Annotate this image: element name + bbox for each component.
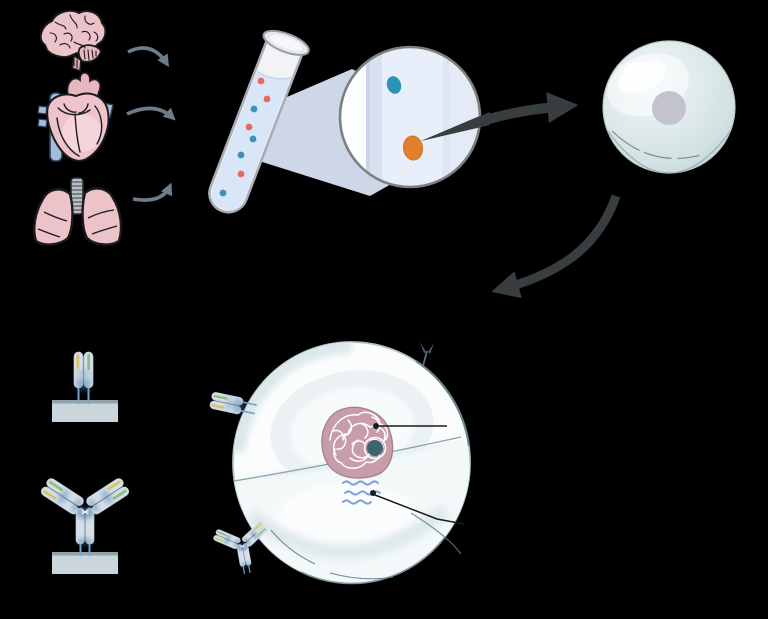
sample-dot-blue (219, 189, 227, 197)
ribosome-row (342, 480, 379, 486)
top-receptor-flag (420, 342, 434, 367)
nucleus-pointer (373, 423, 447, 429)
isolated-cell (602, 40, 736, 174)
arrow-lungs-to-tube (132, 182, 173, 202)
arrow-brain-to-tube (127, 46, 169, 68)
chromatin (329, 411, 389, 469)
sample-dot-blue (250, 105, 258, 113)
membrane-antibody (40, 477, 131, 574)
sample-dot-red (237, 170, 245, 178)
heart-illustration (37, 71, 172, 162)
cell-nucleus (652, 91, 686, 125)
arrow-heart-to-tube (126, 106, 176, 121)
sample-dot-blue (237, 151, 245, 159)
test-tube (208, 29, 310, 214)
sample-dot-red (263, 95, 271, 103)
sample-dot-blue (249, 135, 257, 143)
nucleolus (367, 440, 383, 456)
antigen-pointer (421, 112, 480, 141)
sample-dot-red (257, 77, 265, 85)
b-cell (209, 341, 471, 585)
sample-dots (219, 77, 271, 197)
arrow-cell-to-bcell (491, 194, 621, 299)
sample-dot-red (245, 123, 253, 131)
antigen-teal (386, 76, 402, 94)
ribosome-pointer (370, 490, 465, 525)
antigen-orange (402, 135, 424, 161)
lungs-illustration (33, 177, 123, 246)
arrow-magnifier-to-cell (421, 92, 579, 141)
brain-illustration (39, 9, 107, 73)
ribosome-row (342, 499, 372, 505)
bcell-nucleus (321, 406, 394, 479)
membrane-receptor (52, 352, 118, 422)
